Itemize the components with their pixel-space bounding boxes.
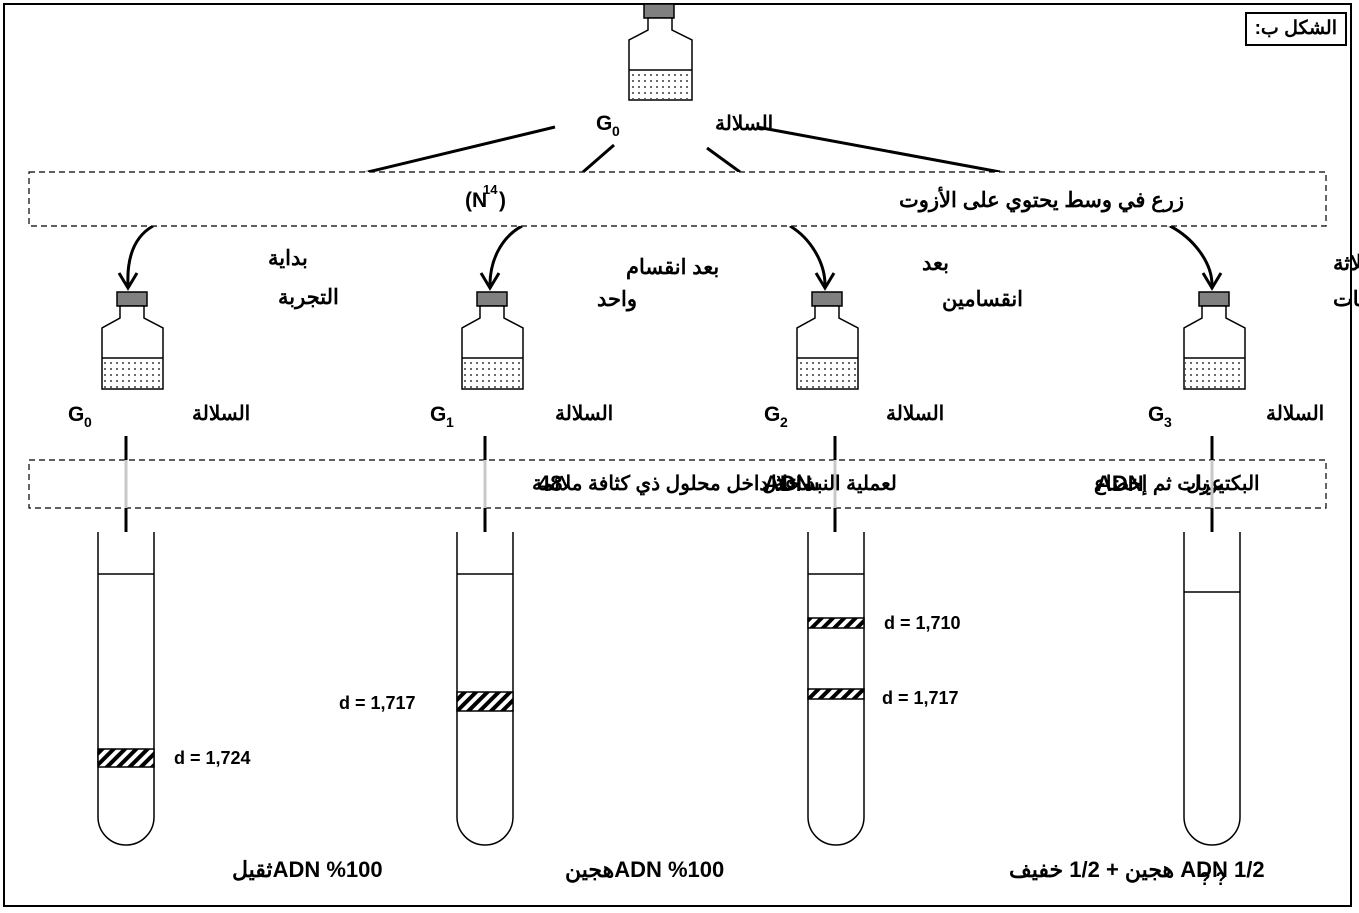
column-g3: بعد ثلاثة انقسامات G 3 السلالة ? ? [1148, 252, 1359, 889]
figure-label: الشكل ب: [1244, 12, 1347, 46]
step-label-line2: التجربة [278, 286, 339, 310]
gen-index: 0 [84, 414, 92, 430]
step-label-line1: بعد [922, 252, 949, 275]
medium-box: زرع في وسط يحتوي على الأزوت (N 14 ) [28, 171, 1327, 227]
gen-letter: G [764, 403, 780, 426]
gen-letter: G [1148, 403, 1164, 426]
gen-index: 1 [446, 414, 454, 430]
top-strain-label: G 0 السلالة [596, 112, 773, 139]
medium-isotope-close: ) [499, 189, 506, 212]
process-adn-2: ADN [764, 471, 812, 496]
result-label: ADN 1/2 هجين + 1/2 خفيف [1009, 857, 1265, 883]
step-label-line2: واحد [597, 288, 637, 312]
result-label: ADN %100ثقيل [232, 857, 383, 882]
step-label-line2: انقسامات [1333, 288, 1359, 311]
column-g1: بعد انقسام واحد G 1 السلالة d = 1,717 AD… [339, 256, 724, 883]
gen-index: 2 [780, 414, 788, 430]
medium-text: زرع في وسط يحتوي على الأزوت [899, 186, 1184, 213]
top-gen-index: 0 [612, 123, 620, 139]
gen-letter: G [430, 403, 446, 426]
centrifuge-tube [97, 532, 155, 846]
process-text-2: البكتيريات ثم إخضاع [1094, 473, 1260, 496]
band-density-label-1: d = 1,710 [884, 613, 961, 633]
dna-band-hybrid [807, 688, 865, 700]
column-g2: بعد انقسامين G 2 السلالة d = 1,710 d = 1… [764, 252, 1265, 883]
flask [1183, 291, 1246, 390]
process-adn-1: ADN [1096, 471, 1144, 496]
process-hours: 48 [538, 471, 562, 496]
gen-letter: G [68, 403, 84, 426]
centrifuge-tube [456, 532, 514, 846]
centrifuge-tube [1183, 532, 1241, 846]
process-text-4: ساعة داخل محلول ذي كثافة ملائمة [532, 473, 819, 496]
dna-band [97, 748, 155, 768]
step-label-line1: بداية [268, 247, 308, 270]
top-flask [628, 3, 693, 101]
top-strain-word: السلالة [715, 113, 773, 135]
strain-word: السلالة [555, 403, 613, 425]
result-label: ? ? [1200, 869, 1227, 889]
dna-band [456, 691, 514, 712]
process-text-1: عزل [1186, 473, 1224, 496]
process-text-3: لعملية النبذ خلال [762, 473, 897, 495]
flask [101, 291, 164, 390]
step-label-line1: بعد انقسام [626, 256, 719, 280]
strain-word: السلالة [192, 403, 250, 425]
gen-index: 3 [1164, 414, 1172, 430]
process-box: عزل ADN البكتيريات ثم إخضاع ADN لعملية ا… [28, 459, 1327, 509]
result-label: ADN %100هجين [565, 857, 724, 883]
band-density-label: d = 1,724 [174, 748, 251, 768]
flask [796, 291, 859, 390]
flask [461, 291, 524, 390]
top-gen-letter: G [596, 112, 612, 135]
medium-isotope-open: (N [465, 189, 487, 212]
step-label-line2: انقسامين [942, 288, 1023, 312]
strain-word: السلالة [1266, 403, 1324, 425]
column-g0: بداية التجربة G 0 السلالة d = 1,724 ADN … [68, 247, 383, 882]
medium-isotope-mass: 14 [483, 182, 498, 197]
strain-word: السلالة [886, 403, 944, 425]
figure-frame [3, 3, 1352, 907]
band-density-label: d = 1,717 [339, 693, 416, 713]
dna-band-light [807, 617, 865, 629]
step-label-line1: بعد ثلاثة [1333, 252, 1359, 275]
band-density-label-2: d = 1,717 [882, 688, 959, 708]
